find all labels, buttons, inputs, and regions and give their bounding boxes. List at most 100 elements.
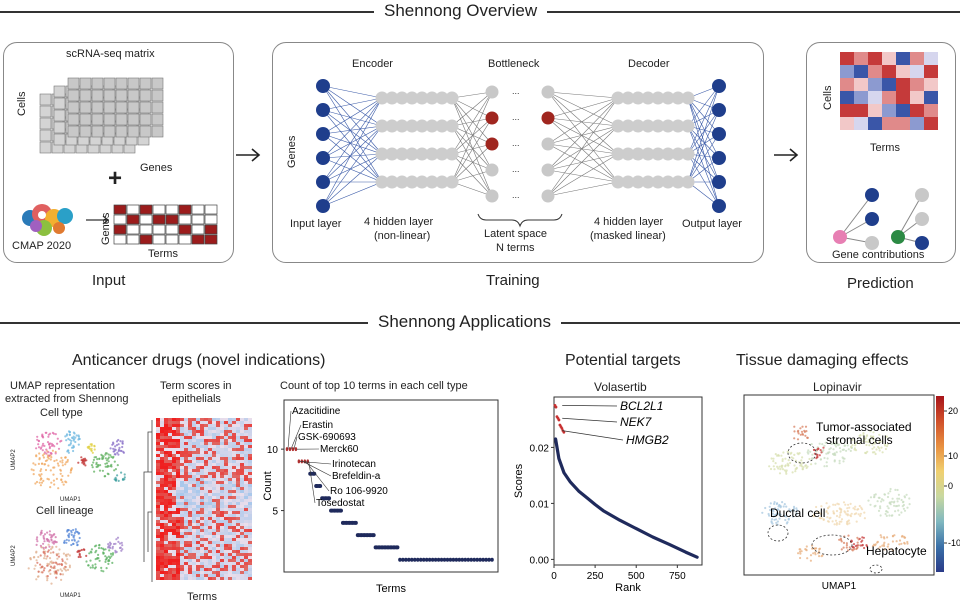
heatmap-cell [156, 424, 160, 427]
heatmap-cell [188, 565, 192, 568]
heatmap-cell [180, 523, 184, 526]
umap-point [55, 477, 59, 480]
annotation-leader [562, 417, 618, 423]
umap-point [39, 474, 42, 478]
heatmap-cell [244, 571, 248, 574]
heatmap-cell [180, 535, 184, 538]
heatmap-cell [184, 490, 188, 493]
heatmap-cell [204, 577, 208, 580]
umap-point [796, 438, 800, 441]
heatmap-cell [180, 544, 184, 547]
network-node [316, 151, 330, 165]
umap-point [787, 464, 790, 467]
x-tick-label: 0 [551, 571, 557, 582]
umap-point [764, 506, 767, 510]
umap-point [858, 504, 861, 508]
heatmap-cell [180, 538, 184, 541]
heatmap-cell [188, 472, 192, 475]
heatmap-cell [192, 535, 196, 538]
heatmap-cell [164, 499, 168, 502]
heatmap-cell [184, 418, 188, 421]
heatmap-cell [192, 550, 196, 553]
heatmap-cell [160, 493, 164, 496]
annotation-leader [562, 405, 618, 407]
umap-point [53, 459, 56, 463]
heatmap-cell [176, 574, 180, 577]
umap-point [848, 522, 851, 525]
umap-point [885, 514, 888, 517]
umap-point [44, 459, 47, 463]
heatmap-cell [204, 499, 208, 502]
y-axis-label: UMAP2 [740, 467, 741, 502]
network-edge [547, 117, 619, 183]
heatmap-cell [232, 421, 236, 424]
heatmap-cell [176, 418, 180, 421]
mask-cell [139, 224, 153, 235]
heatmap-cell [228, 427, 232, 430]
umap-point [825, 461, 828, 464]
heatmap-cell [248, 517, 252, 520]
heatmap-cell [168, 457, 172, 460]
heatmap-cell [240, 484, 244, 487]
heatmap-cell [854, 104, 868, 117]
heatmap-cell [224, 430, 228, 433]
heatmap-cell [204, 439, 208, 442]
heatmap-cell [208, 430, 212, 433]
heatmap-cell [164, 436, 168, 439]
umap-point [774, 462, 777, 465]
umap-point [118, 446, 121, 449]
umap-point [35, 543, 38, 546]
heatmap-cell [224, 505, 228, 508]
heatmap-cell [192, 499, 196, 502]
heatmap-cell [172, 565, 176, 568]
umap-point [891, 540, 894, 543]
heatmap-cell [180, 466, 184, 469]
umap-point [813, 547, 816, 550]
heatmap-cell [236, 490, 240, 493]
heatmap-cell [228, 496, 232, 499]
target-gene-label: BCL2L1 [620, 399, 663, 413]
mask-cell [113, 214, 127, 225]
umap-point [51, 449, 54, 452]
heatmap-cell [188, 559, 192, 562]
heatmap-cell [196, 523, 200, 526]
heatmap-cell [868, 104, 882, 117]
umap-point [835, 523, 838, 526]
count-point [484, 557, 488, 562]
heatmap-cell [208, 502, 212, 505]
umap-point [52, 466, 55, 469]
heatmap-cell [896, 52, 910, 65]
umap-point [52, 473, 55, 476]
heatmap-cell [236, 427, 240, 430]
umap-point [903, 541, 906, 544]
y-tick-label: 10 [267, 445, 279, 456]
heatmap-cell [184, 463, 188, 466]
umap-point [46, 456, 49, 459]
umap-point [66, 458, 69, 462]
heatmap-cell [208, 475, 212, 478]
umap-point [781, 501, 784, 504]
heatmap-cell [220, 538, 224, 541]
umap-point [806, 451, 809, 454]
umap-point [891, 497, 894, 500]
heatmap-cell [216, 469, 220, 472]
matrix-cell [103, 89, 116, 102]
umap-point [906, 540, 909, 544]
heatmap-cell [200, 520, 204, 523]
heatmap-cell [236, 565, 240, 568]
umap-point [52, 542, 56, 545]
umap-point [836, 443, 839, 446]
heatmap-cell [228, 487, 232, 490]
umap-point [773, 502, 776, 505]
heatmap-cell [196, 439, 200, 442]
hidden-node [671, 119, 685, 133]
heatmap-cell [176, 520, 180, 523]
heatmap-cell [216, 574, 220, 577]
heatmap-cell [192, 421, 196, 424]
umap-point [846, 510, 849, 513]
heatmap-cell [184, 499, 188, 502]
umap-point [775, 502, 778, 506]
heatmap-cell [188, 445, 192, 448]
heatmap-cell [164, 559, 168, 562]
heatmap-cell [228, 418, 232, 421]
